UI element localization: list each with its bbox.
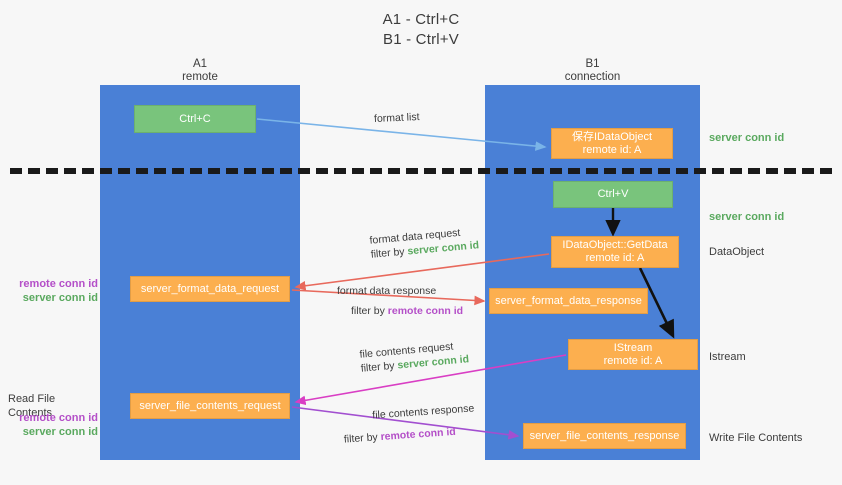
box-server-format-data-response-label: server_format_data_response: [495, 294, 642, 307]
box-server-format-data-response[interactable]: server_format_data_response: [489, 288, 648, 314]
title-line-1: A1 - Ctrl+C: [382, 11, 460, 28]
filter-key-remote-conn-id: remote conn id: [387, 305, 464, 317]
note-write-file-contents: Write File Contents: [709, 432, 803, 444]
lane-b-title: B1: [585, 58, 600, 70]
title-line-2: B1 - Ctrl+V: [383, 31, 459, 48]
filter-prefix: filter by: [351, 305, 388, 317]
box-istream[interactable]: IStream remote id: A: [568, 339, 698, 370]
note-dataobject: DataObject: [709, 246, 765, 258]
box-istream-label: IStream: [613, 341, 653, 354]
box-server-file-contents-response-label: server_file_contents_response: [529, 429, 680, 442]
filter-key-remote-conn-id: remote conn id: [380, 425, 457, 444]
box-save-idataobject-label: 保存IDataObject: [571, 130, 653, 143]
box-save-idataobject[interactable]: 保存IDataObject remote id: A: [551, 128, 673, 159]
filter-prefix: filter by: [370, 245, 408, 261]
label-format-data-response: format data response filter by remote co…: [337, 284, 463, 318]
lane-b-subtitle: connection: [564, 71, 621, 83]
lane-a-header: A1 remote: [100, 58, 300, 84]
box-server-file-contents-response[interactable]: server_file_contents_response: [523, 423, 686, 449]
label-format-data-request: format data request filter by server con…: [369, 224, 480, 261]
box-idataobject-getdata[interactable]: IDataObject::GetData remote id: A: [551, 236, 679, 268]
page-title: A1 - Ctrl+C B1 - Ctrl+V: [0, 10, 842, 50]
label-format-data-response-main: format data response: [337, 285, 437, 297]
note-server-conn-id-upper-left: server conn id: [22, 292, 98, 304]
box-save-idataobject-sublabel: remote id: A: [582, 143, 642, 156]
box-ctrl-v-label: Ctrl+V: [597, 188, 629, 200]
label-format-data-response-filter: filter by remote conn id: [351, 304, 463, 318]
box-idataobject-getdata-sublabel: remote id: A: [585, 252, 645, 264]
lane-a-title: A1: [192, 58, 208, 70]
label-file-contents-response-filter: filter by remote conn id: [343, 423, 476, 446]
box-server-format-data-request[interactable]: server_format_data_request: [130, 276, 290, 302]
box-istream-sublabel: remote id: A: [603, 354, 663, 367]
lane-b-header: B1 connection: [485, 58, 700, 84]
box-server-file-contents-request-label: server_file_contents_request: [139, 399, 281, 412]
box-server-file-contents-request[interactable]: server_file_contents_request: [130, 393, 290, 419]
note-istream: Istream: [709, 351, 746, 363]
label-file-contents-response-main: file contents response: [371, 402, 475, 422]
note-remote-conn-id-upper: remote conn id: [19, 278, 98, 290]
note-server-conn-id-top: server conn id: [709, 132, 785, 144]
filter-prefix: filter by: [360, 359, 398, 375]
note-read-file-contents: Read File Contents: [8, 393, 56, 419]
phase-separator: [10, 168, 832, 174]
label-file-contents-response: file contents response filter by remote …: [342, 401, 476, 446]
filter-prefix: filter by: [343, 431, 382, 446]
note-server-conn-id-second: server conn id: [709, 211, 785, 223]
box-server-format-data-request-label: server_format_data_request: [140, 282, 280, 295]
note-remote-conn-id-lower: remote conn id: [19, 412, 98, 424]
note-server-conn-id-lower-left: server conn id: [22, 426, 98, 438]
box-ctrl-v[interactable]: Ctrl+V: [553, 181, 673, 208]
lane-a-subtitle: remote: [182, 71, 218, 83]
label-format-list: format list: [373, 111, 420, 125]
label-file-contents-request: file contents request filter by server c…: [359, 338, 470, 375]
box-ctrl-c[interactable]: Ctrl+C: [134, 105, 256, 133]
box-idataobject-getdata-label: IDataObject::GetData: [562, 239, 668, 251]
note-left-conn-ids-upper: remote conn id server conn id: [8, 277, 98, 305]
note-left-conn-ids-lower: remote conn id server conn id: [8, 411, 98, 439]
box-ctrl-c-label: Ctrl+C: [179, 112, 211, 125]
